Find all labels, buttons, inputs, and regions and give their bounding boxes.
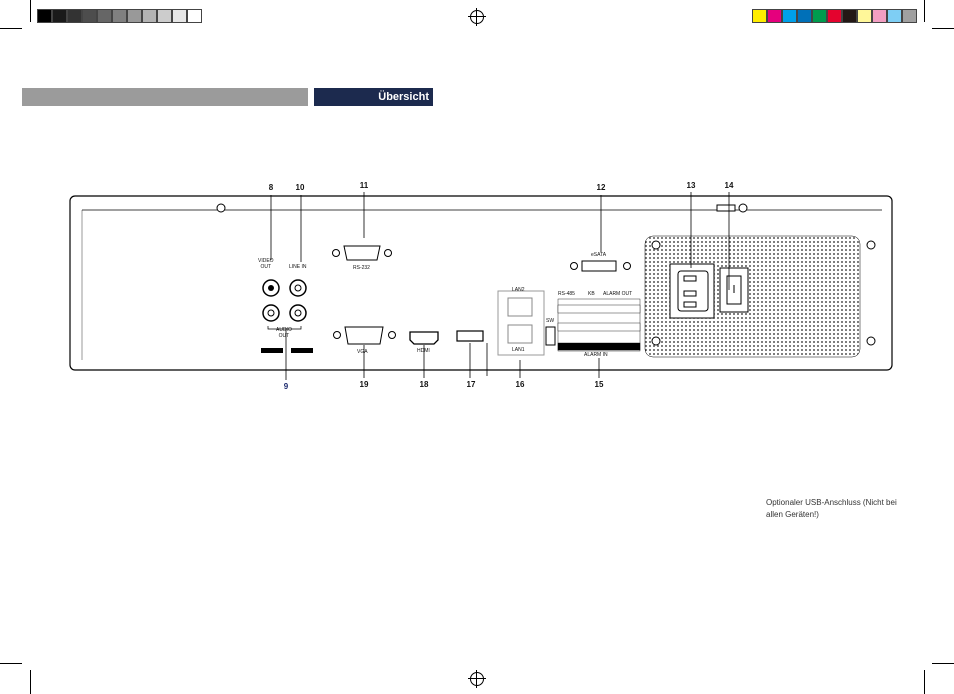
color-swatch — [157, 9, 172, 23]
line-in-label: LINE IN — [289, 264, 307, 270]
callout-number: 12 — [596, 183, 606, 192]
callout-number: 10 — [295, 183, 305, 192]
color-swatch — [842, 9, 857, 23]
color-swatch — [97, 9, 112, 23]
lan1-port — [507, 324, 533, 344]
callout-number: 14 — [724, 181, 734, 190]
color-swatch — [767, 9, 782, 23]
callout-number: 18 — [419, 380, 429, 389]
registration-mark-icon — [468, 8, 486, 26]
alarm-out-label: ALARM OUT — [603, 291, 633, 297]
esata-port — [581, 260, 617, 272]
hdmi-port — [409, 331, 439, 345]
rs232-label: RS-232 — [353, 265, 370, 271]
crop-mark — [0, 28, 22, 29]
registration-mark-icon — [468, 670, 486, 688]
callout-number: 15 — [594, 380, 604, 389]
callout-number: 19 — [359, 380, 369, 389]
vga-label: VGA — [357, 349, 368, 355]
color-swatch — [142, 9, 157, 23]
audio-out-label: AUDIO OUT — [276, 327, 292, 339]
crop-mark — [932, 28, 954, 29]
usb-note: Optionaler USB-Anschluss (Nicht bei alle… — [766, 498, 897, 519]
color-swatch — [37, 9, 52, 23]
color-swatch — [187, 9, 202, 23]
color-swatch — [827, 9, 842, 23]
dip-switch — [545, 326, 556, 346]
callout-number: 11 — [359, 181, 369, 190]
screw-icon — [866, 240, 876, 250]
usb-port — [456, 330, 484, 342]
screw-icon — [866, 336, 876, 346]
lan2-port — [507, 297, 533, 317]
rs232-port — [343, 245, 381, 261]
crop-mark — [932, 663, 954, 664]
callout-number: 8 — [268, 183, 274, 192]
color-swatch — [67, 9, 82, 23]
color-swatch — [902, 9, 917, 23]
screw-icon — [651, 336, 661, 346]
vga-port — [344, 326, 384, 345]
color-swatch — [857, 9, 872, 23]
lan2-label: LAN2 — [512, 287, 525, 293]
callout-number: 13 — [686, 181, 696, 190]
color-swatch — [82, 9, 97, 23]
callout-number: 17 — [466, 380, 476, 389]
terminal-block — [557, 298, 641, 352]
color-swatch — [112, 9, 127, 23]
crop-mark — [924, 670, 925, 694]
rear-panel-diagram — [69, 192, 893, 380]
color-swatch — [872, 9, 887, 23]
crop-mark — [30, 670, 31, 694]
crop-mark — [924, 0, 925, 22]
callout-number: 9 — [283, 382, 289, 391]
esata-label: eSATA — [591, 252, 607, 258]
header-bar — [22, 88, 308, 106]
callout-number: 16 — [515, 380, 525, 389]
color-swatch — [797, 9, 812, 23]
kb-label: KB — [588, 291, 595, 297]
alarm-in-label: ALARM IN — [584, 352, 608, 358]
color-swatch — [172, 9, 187, 23]
rs485-label: RS-485 — [558, 291, 575, 297]
crop-mark — [0, 663, 22, 664]
color-swatch — [127, 9, 142, 23]
page-title: Übersicht — [314, 88, 433, 106]
color-swatch — [887, 9, 902, 23]
screw-icon — [738, 203, 748, 213]
screw-icon — [216, 203, 226, 213]
video-out-label: VIDEO OUT — [258, 258, 274, 270]
color-swatch — [782, 9, 797, 23]
hdmi-label: HDMI — [417, 348, 430, 354]
lan1-label: LAN1 — [512, 347, 525, 353]
crop-mark — [30, 0, 31, 22]
screw-icon — [651, 240, 661, 250]
color-swatch — [812, 9, 827, 23]
sw-label: SW — [546, 318, 555, 324]
color-swatch — [752, 9, 767, 23]
color-swatch — [52, 9, 67, 23]
